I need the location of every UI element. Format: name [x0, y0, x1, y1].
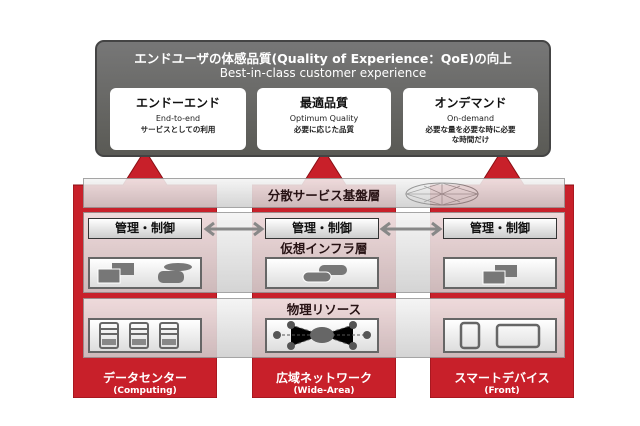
card-on-demand: オンデマンド On-demand 必要な量を必要な時に必要な時間だけ: [403, 88, 538, 150]
card-optimum-quality: 最適品質 Optimum Quality 必要に応じた品質: [257, 88, 391, 150]
card-title: 最適品質: [299, 96, 348, 110]
bidirectional-arrows-icon: [203, 221, 443, 237]
card-desc: サービスとしての利用: [140, 125, 216, 134]
globe-network-icon: [273, 321, 371, 350]
pillar-label: スマートデバイス: [454, 371, 550, 385]
vm-icon: [482, 265, 517, 285]
smart-devices-box: [443, 318, 557, 353]
device-vm-box: [443, 257, 557, 289]
server-rack-icon: [99, 322, 179, 349]
vm-storage-icon: [97, 263, 192, 284]
layer-label: 分散サービス基盤層: [267, 188, 381, 203]
management-control-box: 管理・制御: [265, 218, 379, 239]
card-desc: 必要に応じた品質: [294, 125, 354, 134]
pipe-icon: [302, 265, 347, 283]
pillar-label: データセンター: [102, 371, 187, 385]
servers-box: [88, 318, 202, 353]
qoe-subtitle: Best-in-class customer experience: [219, 66, 427, 80]
card-desc: 必要な量を必要な時に必要な時間だけ: [425, 125, 516, 144]
layer-label: 物理リソース: [286, 302, 362, 317]
wide-area-network-box: [265, 318, 379, 353]
management-control-box: 管理・制御: [88, 218, 202, 239]
qoe-panel: エンドユーザの体感品質(Quality of Experience：QoE)の向…: [95, 40, 551, 157]
tablet-laptop-icon: [459, 321, 541, 350]
card-english: On-demand: [446, 114, 495, 123]
card-title: エンドーエンド: [135, 96, 220, 110]
management-control-box: 管理・制御: [443, 218, 557, 239]
card-english: End-to-end: [155, 114, 201, 123]
compute-storage-box: [88, 257, 202, 289]
card-end-to-end: エンドーエンド End-to-end サービスとしての利用: [110, 88, 246, 150]
pillar-sub: (Computing): [113, 386, 177, 396]
pillar-sub: (Wide-Area): [293, 386, 355, 396]
pillar-label: 広域ネットワーク: [275, 371, 372, 385]
network-pipe-box: [265, 257, 379, 289]
card-title: オンデマンド: [434, 96, 507, 110]
layer-label: 仮想インフラ層: [280, 241, 368, 256]
qoe-title: エンドユーザの体感品質(Quality of Experience：QoE)の向…: [134, 51, 512, 66]
mesh-network-icon: [404, 182, 480, 206]
distributed-service-layer: 分散サービス基盤層: [83, 178, 565, 208]
card-english: Optimum Quality: [289, 114, 359, 123]
pillar-sub: (Front): [484, 386, 520, 396]
